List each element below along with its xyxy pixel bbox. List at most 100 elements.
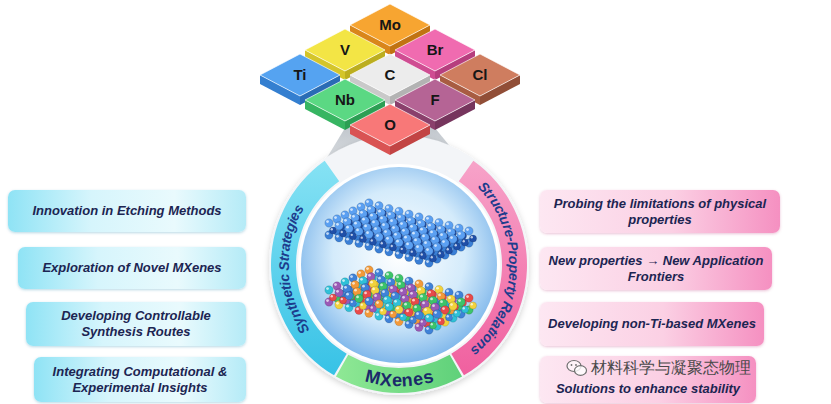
atom-highlight [428, 224, 431, 227]
atom [375, 233, 383, 241]
atom-sphere [469, 235, 476, 242]
atom-sphere [429, 322, 436, 329]
atom-highlight [386, 237, 389, 240]
atom-highlight [456, 225, 459, 228]
tile-top [350, 104, 430, 146]
atom-highlight [358, 271, 361, 274]
atom-highlight [386, 249, 389, 252]
box-text: Solutions to enhance stability [556, 381, 740, 397]
atom-sphere [335, 222, 343, 230]
atom-sphere [437, 318, 444, 325]
atom [437, 318, 444, 325]
atom [441, 239, 449, 247]
box-text: Probing the limitations of physical prop… [547, 196, 773, 228]
atom-highlight [366, 298, 369, 301]
atom-highlight [336, 235, 339, 238]
atom-highlight [374, 294, 377, 297]
atom-highlight [458, 232, 461, 235]
atom-highlight [358, 204, 361, 207]
property-box: Solutions to enhance stability [540, 356, 756, 403]
atom-highlight [386, 273, 389, 276]
atom [345, 291, 353, 299]
atom [385, 303, 393, 311]
atom-sphere [453, 243, 460, 250]
atom-highlight [430, 298, 433, 301]
atom-highlight [334, 216, 337, 219]
strategy-box: Exploration of Novel MXenes [18, 247, 246, 289]
atom-highlight [411, 250, 413, 252]
box-text: Exploration of Novel MXenes [42, 260, 221, 276]
atom-highlight [396, 240, 399, 243]
atom [445, 247, 452, 254]
atom-highlight [364, 225, 367, 228]
atom-highlight [356, 308, 359, 311]
atom [325, 286, 333, 294]
outer-ring [269, 135, 529, 395]
atom-highlight [360, 211, 363, 214]
atom-sphere [355, 294, 363, 302]
atom-highlight [366, 231, 369, 234]
element-symbol: Nb [335, 92, 355, 109]
atom-highlight [416, 281, 419, 284]
atom-sphere [445, 247, 452, 254]
icon-bubble [567, 361, 581, 372]
box-text: Integrating Computational & Experimental… [41, 364, 239, 396]
atom-highlight [438, 294, 441, 297]
atom-highlight [381, 242, 383, 244]
atom-highlight [421, 253, 423, 255]
atom [437, 251, 444, 258]
atom-highlight [391, 245, 393, 247]
atom [429, 255, 436, 262]
atom-highlight [396, 252, 399, 255]
atom-sphere [385, 303, 393, 311]
atom-highlight [366, 200, 369, 203]
atom [365, 230, 373, 238]
element-symbol: F [430, 92, 439, 109]
atom [465, 227, 473, 235]
atom [405, 308, 413, 316]
atom-highlight [376, 234, 379, 237]
atom [395, 305, 403, 313]
atom-highlight [342, 279, 345, 282]
atom [461, 306, 468, 313]
atom-highlight [326, 232, 329, 235]
arc-band: MXenes [333, 352, 465, 395]
atom [405, 241, 413, 249]
atom-highlight [376, 270, 379, 273]
atom-highlight [398, 282, 401, 285]
atom-highlight [370, 214, 373, 217]
atom-highlight [442, 307, 445, 310]
atom-sphere [405, 241, 413, 249]
atom-highlight [432, 237, 435, 240]
atom-sphere [433, 310, 441, 318]
atom-highlight [463, 307, 465, 309]
atom-highlight [436, 287, 439, 290]
property-box: New properties → New Application Frontie… [540, 247, 772, 290]
atom-highlight [416, 214, 419, 217]
atom-highlight [326, 220, 329, 223]
arc-letter: X [379, 370, 393, 389]
atom-highlight [422, 235, 425, 238]
atom-highlight [436, 220, 439, 223]
element-tile: O [346, 101, 434, 157]
atom [445, 314, 452, 321]
atom-highlight [326, 299, 329, 302]
atom-highlight [354, 289, 357, 292]
arc-text: MXenes [333, 352, 465, 395]
box-text: Developing non-Ti-based MXenes [548, 316, 756, 332]
atom [425, 247, 433, 255]
atom-highlight [371, 239, 373, 241]
atom-highlight [414, 239, 417, 242]
atom-highlight [346, 293, 349, 296]
atom [461, 239, 468, 246]
atom-highlight [384, 297, 387, 300]
atom-highlight [386, 304, 389, 307]
atom-highlight [342, 212, 345, 215]
atom-highlight [382, 290, 385, 293]
atom [457, 231, 465, 239]
atom-highlight [368, 207, 371, 210]
atom [449, 302, 457, 310]
atom-highlight [406, 322, 409, 325]
atom [469, 302, 476, 309]
